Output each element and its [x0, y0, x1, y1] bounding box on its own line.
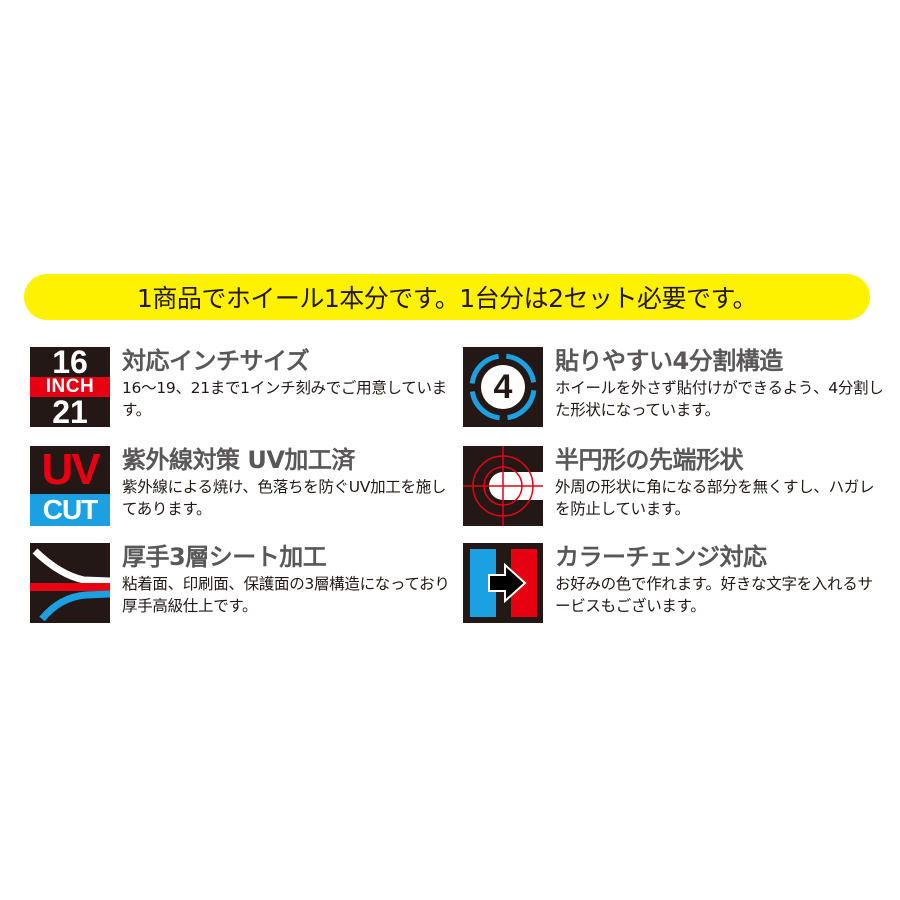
notice-banner: 1商品でホイール1本分です。1台分は2セット必要です。: [24, 274, 870, 320]
four-split-icon: 4: [463, 347, 543, 427]
feature-semicircle-tip: 半円形の先端形状 外周の形状に角になる部分を無くすし、ハガレを防止しています。: [463, 446, 883, 534]
inch-size-icon: 16 INCH 21: [30, 347, 110, 427]
feature-description: 外周の形状に角になる部分を無くすし、ハガレを防止しています。: [555, 478, 875, 518]
feature-description: お好みの色で作れます。好きな文字を入れるサービスもございます。: [555, 575, 873, 615]
feature-description: 粘着面、印刷面、保護面の3層構造になっており厚手高級仕上です。: [122, 575, 450, 615]
feature-title: 対応インチサイズ: [122, 347, 310, 375]
three-layer-sheet-icon: [30, 543, 110, 623]
notice-text: 1商品でホイール1本分です。1台分は2セット必要です。: [136, 284, 758, 313]
feature-title: 厚手3層シート加工: [122, 543, 327, 571]
feature-color-change: カラーチェンジ対応 お好みの色で作れます。好きな文字を入れるサービスもございます…: [463, 543, 883, 631]
feature-description: ホイールを外さず貼付けができるよう、4分割した形状になっています。: [555, 379, 884, 419]
semicircle-tip-icon: [463, 446, 543, 526]
uv-cut-icon: UV CUT: [30, 446, 110, 526]
feature-four-split: 4 貼りやすい4分割構造 ホイールを外さず貼付けができるよう、4分割した形状にな…: [463, 347, 884, 435]
feature-title: 紫外線対策 UV加工済: [122, 446, 355, 474]
feature-description: 紫外線による焼け、色落ちを防ぐUV加工を施してあります。: [122, 478, 447, 518]
feature-description: 16〜19、21まで1インチ刻みでご用意しています。: [122, 379, 447, 419]
feature-inch-size: 16 INCH 21 対応インチサイズ 16〜19、21まで1インチ刻みでご用意…: [30, 347, 450, 435]
feature-title: カラーチェンジ対応: [555, 543, 767, 571]
color-change-icon: [463, 543, 543, 623]
feature-three-layer: 厚手3層シート加工 粘着面、印刷面、保護面の3層構造になっており厚手高級仕上です…: [30, 543, 450, 631]
feature-title: 貼りやすい4分割構造: [555, 347, 783, 375]
feature-title: 半円形の先端形状: [555, 446, 744, 474]
feature-uv-cut: UV CUT 紫外線対策 UV加工済 紫外線による焼け、色落ちを防ぐUV加工を施…: [30, 446, 450, 534]
